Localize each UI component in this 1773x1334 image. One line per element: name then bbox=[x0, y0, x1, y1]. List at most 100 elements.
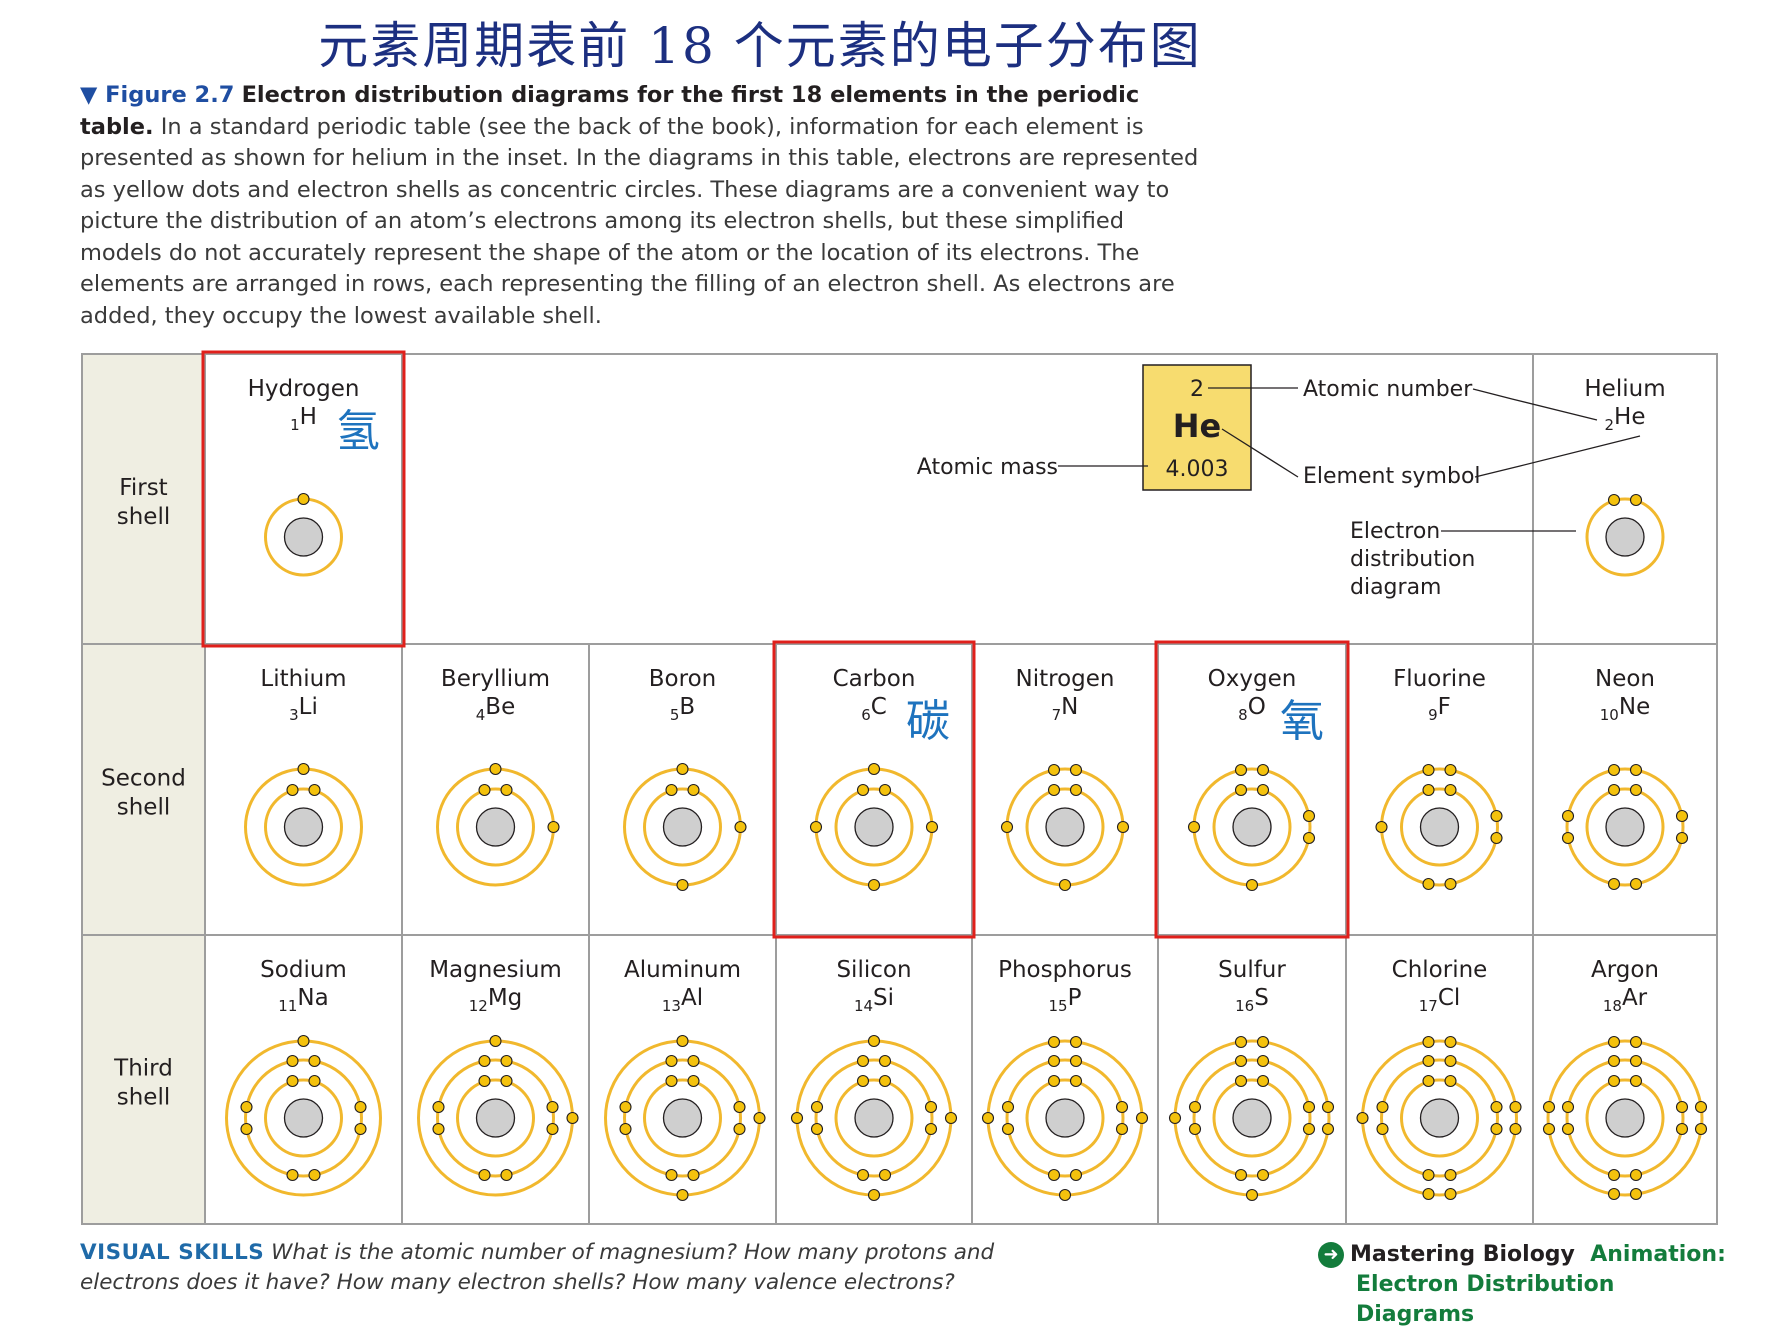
electron bbox=[478, 1168, 491, 1182]
electron bbox=[878, 1054, 892, 1068]
electron bbox=[1069, 783, 1083, 797]
electron bbox=[687, 1168, 700, 1182]
element-symbol: 10Ne bbox=[1600, 694, 1650, 724]
element-name: Fluorine bbox=[1393, 666, 1486, 692]
inset-element-box bbox=[1142, 364, 1252, 491]
electron bbox=[1422, 1035, 1435, 1049]
symbol-text: Be bbox=[485, 694, 515, 720]
electron-shell bbox=[643, 787, 722, 867]
electron-shell bbox=[1400, 787, 1479, 867]
electron bbox=[1629, 1074, 1643, 1088]
highlight-box bbox=[1154, 640, 1350, 939]
electron bbox=[687, 1074, 700, 1088]
electron bbox=[1256, 783, 1270, 797]
symbol-text: Al bbox=[681, 985, 703, 1011]
electron bbox=[1629, 763, 1643, 777]
electron bbox=[1047, 1035, 1061, 1049]
electron bbox=[1256, 1168, 1270, 1182]
visual-skills-question: What is the atomic number of magnesium? … bbox=[80, 1240, 995, 1295]
electron bbox=[733, 1100, 746, 1114]
animation-title[interactable]: Electron Distribution Diagrams bbox=[1356, 1272, 1615, 1327]
inset-symbol: He bbox=[1173, 407, 1221, 445]
electron bbox=[1375, 820, 1388, 834]
mastering-link[interactable]: ➜Mastering Biology Animation: Electron D… bbox=[1318, 1240, 1738, 1330]
electron bbox=[1607, 877, 1621, 891]
electron bbox=[687, 1054, 700, 1068]
element-symbol: 17Cl bbox=[1419, 985, 1461, 1015]
electron bbox=[286, 1074, 299, 1088]
symbol-text: N bbox=[1061, 694, 1078, 720]
electron bbox=[1168, 1111, 1182, 1125]
atomic-number: 9 bbox=[1428, 706, 1438, 724]
figure-body: In a standard periodic table (see the ba… bbox=[80, 113, 1199, 329]
inset-atomic-number: 2 bbox=[1190, 377, 1204, 402]
electron bbox=[1116, 820, 1130, 834]
atomic-number: 11 bbox=[278, 997, 297, 1015]
electron bbox=[1542, 1100, 1556, 1114]
electron bbox=[944, 1111, 958, 1125]
atomic-number: 16 bbox=[1235, 997, 1254, 1015]
electron bbox=[810, 1100, 824, 1114]
row-label-3-line2: shell bbox=[117, 1085, 171, 1111]
electron bbox=[1629, 1168, 1643, 1182]
nucleus bbox=[662, 1098, 703, 1138]
electron bbox=[1376, 1122, 1389, 1136]
electron bbox=[1047, 763, 1061, 777]
atomic-number: 12 bbox=[469, 997, 488, 1015]
electron bbox=[1561, 831, 1575, 845]
electron bbox=[500, 1168, 513, 1182]
element-symbol: 5B bbox=[670, 694, 695, 724]
element-name: Oxygen bbox=[1208, 666, 1297, 692]
electron-shell bbox=[623, 1058, 742, 1178]
symbol-text: O bbox=[1248, 694, 1266, 720]
electron bbox=[1234, 1035, 1248, 1049]
electron bbox=[856, 1074, 870, 1088]
label-diagram-line2: distribution bbox=[1350, 547, 1475, 572]
atomic-number: 1 bbox=[290, 416, 300, 434]
table-border bbox=[81, 353, 1718, 1225]
electron-shell bbox=[1025, 1078, 1105, 1158]
electron-distribution-diagram bbox=[604, 1034, 766, 1202]
element-name: Boron bbox=[649, 666, 716, 692]
electron bbox=[1069, 1168, 1083, 1182]
chinese-element-name: 氧 bbox=[1280, 696, 1324, 747]
symbol-text: B bbox=[679, 694, 695, 720]
row-label-1-line1: First bbox=[119, 475, 167, 501]
nucleus bbox=[1045, 807, 1085, 847]
electron-distribution-diagram bbox=[417, 1034, 579, 1197]
symbol-text: F bbox=[1438, 694, 1451, 720]
electron bbox=[981, 1111, 995, 1125]
electron bbox=[1444, 763, 1457, 777]
electron bbox=[665, 1054, 678, 1068]
element-symbol: 6C bbox=[861, 694, 887, 724]
electron-distribution-diagram bbox=[1542, 1035, 1708, 1201]
element-name: Lithium bbox=[260, 666, 346, 692]
electron bbox=[297, 1034, 310, 1048]
electron-shell bbox=[1400, 1078, 1479, 1158]
nucleus bbox=[854, 807, 894, 847]
electron bbox=[1509, 1122, 1522, 1136]
electron bbox=[1490, 831, 1503, 845]
element-name: Nitrogen bbox=[1016, 666, 1115, 692]
element-symbol: 14Si bbox=[854, 985, 894, 1015]
electron bbox=[1069, 763, 1083, 777]
atomic-number: 4 bbox=[476, 706, 486, 724]
electron bbox=[240, 1122, 253, 1136]
electron bbox=[489, 762, 502, 776]
leader-element-symbol bbox=[1221, 428, 1299, 478]
electron bbox=[1444, 877, 1457, 891]
electron bbox=[286, 1054, 299, 1068]
electron-shell bbox=[1025, 787, 1105, 867]
electron bbox=[1675, 1100, 1689, 1114]
electron-shell bbox=[1585, 787, 1665, 867]
electron-distribution-diagram bbox=[1375, 763, 1503, 891]
element-symbol: 4Be bbox=[476, 694, 515, 724]
element-name: Phosphorus bbox=[998, 957, 1132, 983]
symbol-text: Mg bbox=[488, 985, 522, 1011]
electron bbox=[1607, 783, 1621, 797]
